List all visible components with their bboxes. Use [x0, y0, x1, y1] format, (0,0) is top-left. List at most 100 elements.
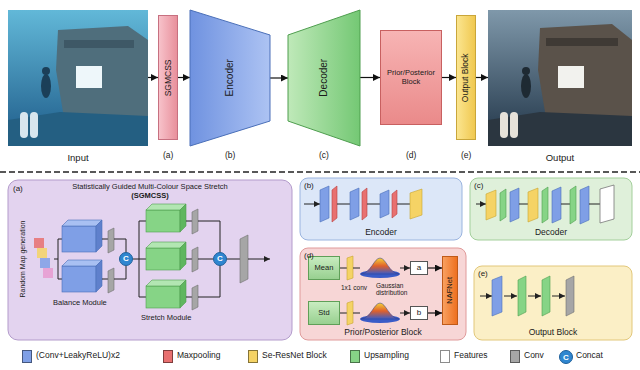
cube-top: [146, 280, 186, 286]
label-text: (b): [304, 181, 314, 190]
flow-arrow: [428, 312, 442, 313]
cube-top: [62, 220, 102, 226]
label-box: Balance Module: [53, 299, 107, 308]
node-text: (SGMCSS): [131, 192, 169, 201]
panel-c-ground: [470, 178, 632, 240]
upsample-layer: [570, 186, 576, 224]
conv-slab: [240, 235, 248, 283]
label-box: (a): [13, 184, 23, 193]
wire: [304, 204, 320, 205]
maxpool-layer: [392, 190, 397, 218]
node-text: NAFNet: [446, 277, 455, 304]
tank: [500, 112, 508, 138]
tank: [20, 112, 28, 138]
label-box: Stretch Module: [141, 314, 191, 323]
conv-1x1: [347, 301, 353, 325]
prior-posterior-box: Prior/Posterior Block: [380, 30, 442, 125]
node-text: Encoder: [365, 228, 397, 238]
label-box: 1x1 conv: [341, 284, 367, 291]
cube-side: [180, 280, 186, 308]
label-text: (a): [163, 151, 173, 161]
wire: [476, 204, 486, 205]
legend-swatch: [440, 350, 450, 363]
wire: [340, 268, 347, 269]
wire: [133, 221, 146, 297]
cube-side: [96, 220, 102, 252]
wire: [102, 239, 108, 240]
node-text: Output Block: [461, 53, 471, 102]
flow-arrow: [270, 77, 288, 78]
wreck-structure: [56, 26, 148, 118]
diver-head: [522, 67, 530, 75]
label-text: Stretch Module: [141, 314, 191, 323]
node-text: Decoder: [535, 228, 567, 238]
flow-arrow: [148, 77, 158, 78]
beam: [64, 40, 134, 48]
sgmcss-box: SGMCSS: [158, 15, 178, 140]
legend-swatch: [22, 350, 32, 363]
panel-d-ground: [300, 248, 466, 340]
flow-arrow: [360, 77, 380, 78]
label-text: 1x1 conv: [341, 284, 367, 291]
node-text: Input: [67, 153, 88, 164]
node-text: Std: [318, 309, 329, 318]
cube-side: [180, 204, 186, 232]
conv-layer: [380, 190, 389, 218]
conv-layer: [492, 276, 502, 316]
label-box: (b): [304, 181, 314, 190]
legend-swatch: [163, 350, 173, 363]
wire: [353, 268, 360, 269]
wire: [248, 259, 270, 260]
label-box: (d): [304, 251, 314, 260]
label-box: Random Map generation: [0, 255, 61, 263]
stretch-cube: [146, 248, 180, 270]
balance-cube: [62, 226, 96, 252]
legend-entry: Concat: [576, 351, 603, 361]
wire: [519, 204, 528, 205]
panel-b-ground: [300, 178, 462, 240]
label-text: Balance Module: [53, 299, 107, 308]
wire: [353, 313, 360, 314]
conv-slab: [566, 276, 574, 316]
upsample-layer: [542, 187, 548, 223]
beam: [546, 38, 618, 46]
concat-circle: C: [213, 252, 227, 266]
legend-entry: Se-ResNet Block: [262, 351, 327, 361]
decoder-panel: Decoder: [470, 178, 632, 240]
legend-entry: Maxpooling: [177, 351, 220, 361]
legend-entry: Features: [454, 351, 488, 361]
flow-arrow: [476, 77, 488, 78]
label-box: (d): [406, 151, 416, 161]
node-text: C: [123, 254, 129, 263]
gaussian-surface: [361, 258, 399, 274]
se-resnet-layer: [410, 189, 422, 219]
node-text: a: [417, 263, 421, 272]
concat-letter: C: [563, 353, 569, 362]
legend-swatch: [248, 350, 258, 363]
diver-head: [42, 67, 50, 75]
conv-layer: [552, 187, 561, 223]
wire: [186, 259, 192, 260]
wreck-structure: [538, 24, 632, 118]
label-text: Gaussian distribution: [376, 282, 422, 297]
label-box: (a): [163, 151, 173, 161]
wire: [340, 313, 347, 314]
water: [8, 10, 148, 146]
node-text: b: [417, 308, 421, 317]
wire: [400, 313, 410, 314]
node-text: Decoder: [318, 59, 330, 97]
label-text: (e): [461, 151, 471, 161]
cube-top: [62, 260, 102, 266]
legend-text: (Conv+LeakyReLU)x2: [36, 351, 120, 361]
vertical-label: Random Map generation: [18, 220, 26, 297]
legend-swatch: [350, 350, 360, 363]
flow-arrow: [178, 77, 190, 78]
feature-box: a: [410, 261, 428, 275]
tank: [510, 112, 518, 138]
wire: [561, 204, 570, 205]
label-box: (e): [478, 269, 488, 278]
wire: [552, 296, 565, 297]
conv-1x1: [347, 256, 353, 280]
flow-arrow: [428, 267, 442, 268]
label-text: (e): [478, 269, 488, 278]
